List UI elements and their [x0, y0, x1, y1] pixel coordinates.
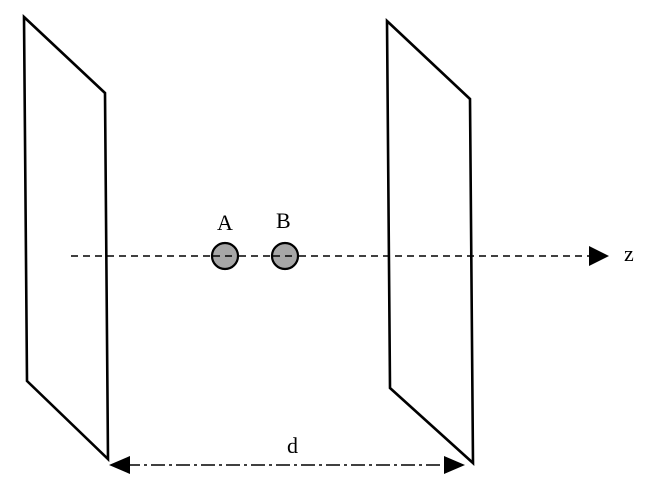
particle-a-label: A — [217, 210, 233, 235]
separation-arrowhead-left — [109, 456, 130, 474]
z-axis-label: z — [624, 241, 634, 266]
separation-arrowhead-right — [444, 456, 465, 474]
right-plate — [385, 17, 475, 466]
particle-b-label: B — [276, 208, 291, 233]
z-axis-arrowhead — [589, 246, 609, 266]
left-plate — [22, 13, 110, 463]
separation-label: d — [287, 433, 298, 458]
